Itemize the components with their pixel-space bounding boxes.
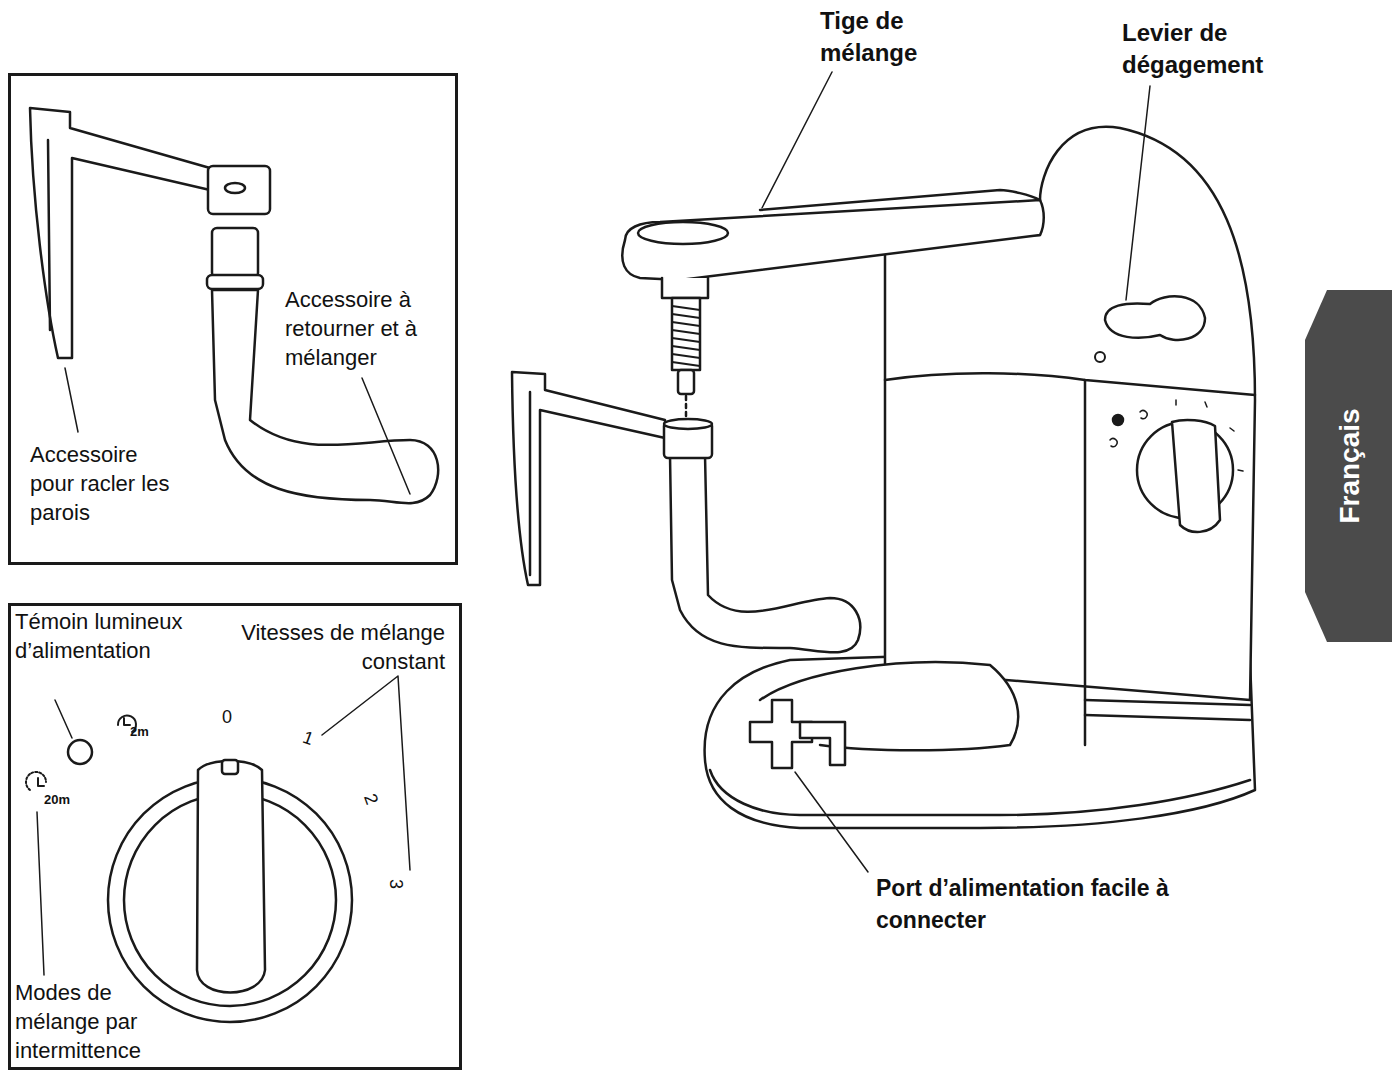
part-label: Vitesses de mélange constant: [225, 618, 445, 676]
base-rim: [710, 770, 1250, 815]
spindle-thread: [672, 298, 700, 370]
dial-marks: [1110, 400, 1243, 471]
language-label: Français: [1334, 408, 1363, 523]
dial-number: 1: [300, 726, 323, 752]
part-label: Modes de mélange par intermittence: [15, 978, 195, 1065]
dial-number: 0: [222, 706, 238, 728]
inset-scraper: [30, 108, 210, 358]
inset-panel: Témoin lumineux d’alimentation Vitesses d…: [8, 603, 462, 1070]
leader-line: [65, 368, 78, 432]
leader-line: [362, 378, 410, 494]
release-lever: [1105, 296, 1205, 340]
tab-shape: [1305, 290, 1392, 642]
inset-collar: [208, 166, 270, 214]
dial-pointer: [222, 760, 238, 774]
leader-line: [55, 700, 72, 738]
part-label: Accessoire à retourner et à mélanger: [285, 285, 457, 372]
spindle-tip: [678, 370, 694, 394]
arm-top: [760, 190, 1040, 210]
leader-line: [795, 772, 868, 872]
part-label: Témoin lumineux d’alimentation: [15, 607, 195, 665]
body-panel: [885, 373, 1255, 395]
leader-line: [37, 812, 44, 975]
power-light: [1113, 415, 1123, 425]
collar-top: [664, 419, 712, 429]
mixer-arm: [622, 200, 1043, 280]
dial-number: 3: [385, 879, 407, 895]
knob-grip: [1172, 420, 1220, 532]
clock-icon: [38, 778, 44, 786]
paddle: [670, 455, 860, 652]
leader-line: [322, 676, 410, 870]
language-tab: Français: [1305, 290, 1392, 642]
part-label: Accessoire pour racler les parois: [30, 440, 180, 527]
inset-panel: Accessoire à retourner et à mélangerAcce…: [8, 73, 458, 565]
timer-label: 2m: [130, 724, 160, 740]
body-edge: [1084, 380, 1087, 745]
arm-cap: [638, 222, 728, 244]
leader-line: [1126, 86, 1150, 300]
dial-handle: [197, 761, 265, 993]
part-label: Port d’alimentation facile à connecter: [876, 872, 1246, 936]
spindle: [662, 278, 708, 298]
lever-icon: [1095, 352, 1105, 362]
inset-collar-slot: [225, 183, 245, 193]
leader-line: [762, 72, 832, 208]
part-label: Tige de mélange: [820, 5, 970, 69]
thread-lines: [672, 306, 700, 366]
body-foot: [1085, 700, 1250, 720]
connector-prong: [800, 722, 845, 765]
part-label: Levier de dégagement: [1122, 17, 1312, 81]
inset-ring: [207, 275, 263, 289]
power-light: [68, 740, 92, 764]
dashed-guide: [685, 396, 688, 420]
scraper-arm: [512, 372, 665, 585]
timer-label: 20m: [44, 792, 84, 808]
scraper-inner: [529, 392, 532, 575]
clock-icon: [26, 772, 46, 790]
dial-number: 2: [359, 791, 385, 814]
inset-scraper-inner: [48, 140, 50, 330]
inset-paddle-hub: [212, 228, 258, 278]
